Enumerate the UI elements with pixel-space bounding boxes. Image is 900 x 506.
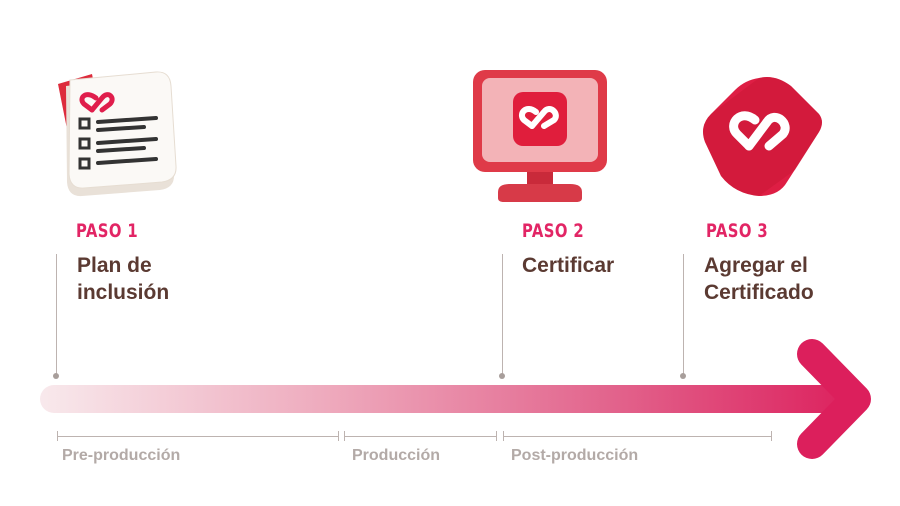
monitor-logo-icon <box>473 70 607 202</box>
step-3-tag: PASO 3 <box>706 220 769 242</box>
step-1-title: Plan de inclusión <box>77 254 170 304</box>
document-checklist-icon <box>58 71 177 197</box>
timeline-arrow <box>40 339 871 459</box>
step-3-title-line2: Certificado <box>704 281 814 304</box>
shield-logo-icon <box>703 77 822 196</box>
step-3-title: Agregar el Certificado <box>704 252 814 306</box>
step-2-tag: PASO 2 <box>522 220 585 242</box>
phase-label-pre-produccion: Pre-producción <box>62 447 181 464</box>
step-3-marker-dot <box>680 373 686 379</box>
phase-label-produccion: Producción <box>352 447 441 464</box>
step-1-tag: PASO 1 <box>76 220 139 242</box>
step-1-marker-line <box>56 254 57 376</box>
step-2-marker-dot <box>499 373 505 379</box>
step-2-marker-line <box>502 254 503 376</box>
step-3-title-line1: Agregar el <box>704 254 808 277</box>
step-1-marker-dot <box>53 373 59 379</box>
step-2-title: Certificar <box>522 254 615 277</box>
phase-label-post-produccion: Post-producción <box>511 447 639 464</box>
step-3-marker-line <box>683 254 684 376</box>
